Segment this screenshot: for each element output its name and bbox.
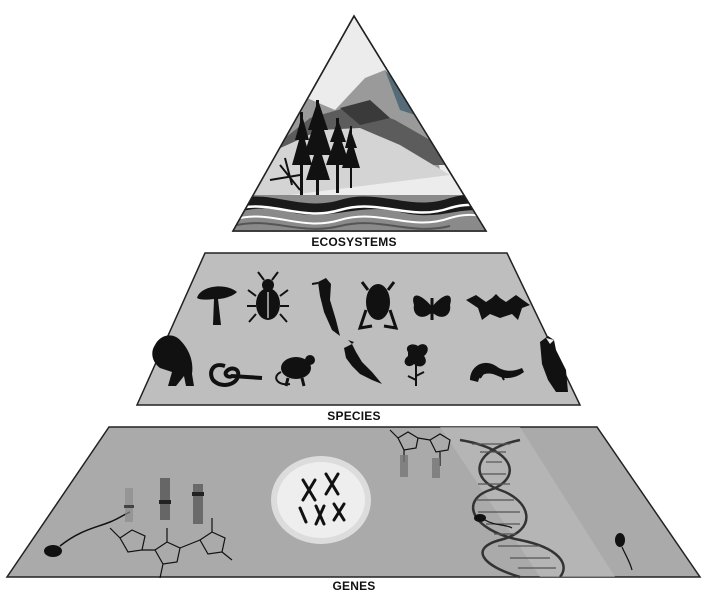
sperm-cell-icon xyxy=(474,514,513,529)
dna-double-helix-icon xyxy=(459,438,565,579)
cardinal-bird-icon xyxy=(344,340,382,384)
salamander-icon xyxy=(470,362,524,382)
butterfly-icon xyxy=(413,295,451,320)
conifer-trees-icon xyxy=(269,100,360,197)
genes-label: GENES xyxy=(332,579,376,593)
species-level xyxy=(135,252,582,406)
flower-icon xyxy=(404,344,428,386)
ecosystems-level xyxy=(231,14,488,232)
mouse-icon xyxy=(275,355,315,387)
species-label: SPECIES xyxy=(327,409,381,423)
snake-icon xyxy=(209,363,263,387)
gel-bands-icon xyxy=(124,478,204,524)
mushroom-icon xyxy=(197,286,237,325)
bear-icon xyxy=(152,335,194,386)
woodpecker-icon xyxy=(311,278,340,336)
beetle-icon xyxy=(247,271,289,323)
eagle-icon xyxy=(540,336,568,392)
ecosystems-label: ECOSYSTEMS xyxy=(311,235,397,249)
sperm-cell-icon xyxy=(615,533,633,571)
water-waves-icon xyxy=(233,194,486,231)
chromosomes-cell-icon xyxy=(271,456,371,544)
bat-icon xyxy=(466,294,530,320)
molecule-structure-icon xyxy=(109,518,233,579)
frog-icon xyxy=(357,281,399,330)
genes-level xyxy=(5,426,702,579)
molecule-structure-icon xyxy=(389,429,451,478)
